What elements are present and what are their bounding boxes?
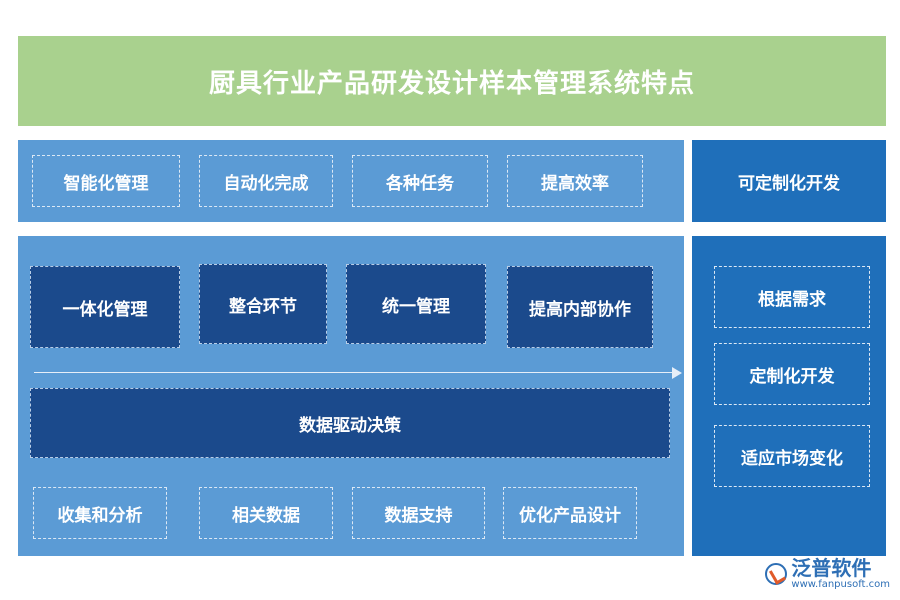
logo-icon	[765, 563, 788, 585]
top-item-4: 提高效率	[507, 155, 643, 207]
bottom-item-1: 收集和分析	[33, 487, 167, 539]
right-top-panel: 可定制化开发	[692, 140, 886, 222]
top-item-1: 智能化管理	[32, 155, 180, 207]
bottom-item-2: 相关数据	[199, 487, 333, 539]
middle-item-2: 整合环节	[199, 264, 327, 344]
logo-name: 泛普软件	[791, 556, 872, 580]
center-bar: 数据驱动决策	[30, 388, 670, 458]
diagram-title: 厨具行业产品研发设计样本管理系统特点	[208, 68, 695, 99]
bottom-item-3: 数据支持	[352, 487, 485, 539]
title-banner: 厨具行业产品研发设计样本管理系统特点	[18, 36, 886, 126]
middle-item-4: 提高内部协作	[507, 266, 653, 348]
middle-item-3: 统一管理	[346, 264, 486, 344]
brand-logo: 泛普软件 www.fanpusoft.com	[765, 558, 890, 590]
right-item-1: 根据需求	[714, 266, 870, 328]
right-panel	[692, 236, 886, 556]
bottom-item-4: 优化产品设计	[503, 487, 637, 539]
logo-url: www.fanpusoft.com	[791, 579, 890, 590]
top-item-3: 各种任务	[352, 155, 488, 207]
top-item-2: 自动化完成	[199, 155, 333, 207]
top-panel	[18, 140, 684, 222]
right-item-2: 定制化开发	[714, 343, 870, 405]
flow-arrow-line	[34, 372, 674, 373]
middle-item-1: 一体化管理	[30, 266, 180, 348]
right-item-3: 适应市场变化	[714, 425, 870, 487]
flow-arrow-head	[672, 367, 682, 379]
